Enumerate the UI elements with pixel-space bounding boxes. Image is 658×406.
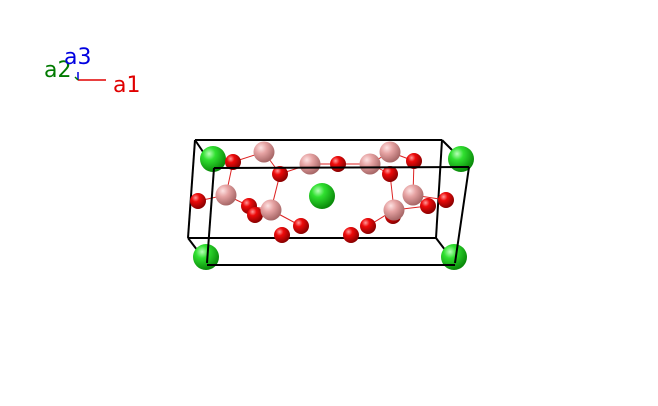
medium-atom-pink: [299, 153, 321, 175]
large-atom: [448, 146, 474, 172]
small-atom-red: [343, 227, 359, 243]
medium-atom-pink: [260, 199, 282, 221]
medium-atom-pink: [383, 199, 405, 221]
large-atom: [441, 244, 467, 270]
small-atom-red: [274, 227, 290, 243]
atoms: [190, 141, 474, 270]
large-atom: [309, 183, 335, 209]
small-atom-red: [420, 198, 436, 214]
small-atom-red: [225, 154, 241, 170]
small-atom-red: [247, 207, 263, 223]
small-atom-red: [293, 218, 309, 234]
large-atom: [200, 146, 226, 172]
medium-atom-pink: [402, 184, 424, 206]
small-atom-red: [406, 153, 422, 169]
axes-indicator: a2 a3 a1: [44, 45, 140, 98]
unit-cell-front: [206, 166, 470, 266]
medium-atom-pink: [359, 153, 381, 175]
a1-axis-label: a1: [113, 73, 140, 98]
medium-atom-pink: [215, 184, 237, 206]
small-atom-red: [438, 192, 454, 208]
medium-atom-pink: [253, 141, 275, 163]
a2-axis-line: [74, 76, 79, 81]
a2-axis-label: a2: [44, 58, 71, 83]
small-atom-red: [190, 193, 206, 209]
small-atom-red: [330, 156, 346, 172]
small-atom-red: [360, 218, 376, 234]
small-atom-red: [272, 166, 288, 182]
large-atom: [193, 244, 219, 270]
medium-atom-pink: [379, 141, 401, 163]
small-atom-red: [382, 166, 398, 182]
a3-axis-label: a3: [64, 45, 91, 70]
